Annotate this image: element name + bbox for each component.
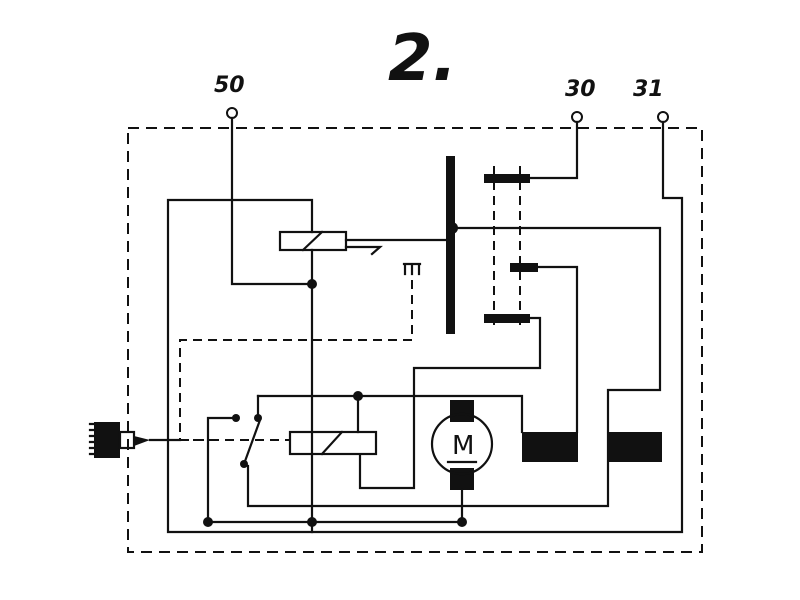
field-winding-left bbox=[522, 432, 578, 462]
motor-brush-bottom bbox=[450, 468, 474, 490]
motor-symbol bbox=[430, 412, 494, 476]
terminal-31-ground-wire bbox=[166, 120, 684, 534]
contact-block-top bbox=[484, 174, 530, 183]
contact-block-middle bbox=[510, 263, 538, 272]
terminal-50-connector bbox=[226, 107, 238, 119]
dashed-ground-link bbox=[179, 280, 413, 441]
pinion-arrow bbox=[134, 436, 150, 446]
upper-relay-coil-mark bbox=[301, 230, 324, 252]
switch-wiring bbox=[206, 394, 262, 524]
contact-bar-return-wire bbox=[246, 226, 662, 508]
lower-relay-coil bbox=[288, 430, 378, 456]
terminal-label-30: 30 bbox=[565, 77, 596, 102]
contact-bar bbox=[446, 156, 455, 334]
motor-brush-top bbox=[450, 400, 474, 422]
contact-block-bottom bbox=[484, 314, 530, 323]
motor-label: M bbox=[452, 431, 474, 461]
junction-dot-upper bbox=[307, 279, 317, 289]
terminal-30-wire bbox=[526, 120, 579, 180]
terminal-31-connector bbox=[657, 111, 669, 123]
field-winding-right bbox=[608, 432, 662, 462]
bottom-contact-wire bbox=[358, 316, 542, 490]
relay-armature-linkage bbox=[344, 238, 452, 256]
middle-contact-wire bbox=[534, 265, 579, 434]
ground-symbol bbox=[402, 262, 422, 276]
lower-bus-wire bbox=[256, 394, 524, 434]
housing-outline bbox=[127, 127, 703, 553]
terminal-label-50: 50 bbox=[214, 73, 245, 98]
terminal-50-wire bbox=[230, 116, 314, 286]
pinion-gear-body bbox=[94, 422, 120, 458]
lower-relay-coil-mark bbox=[320, 430, 344, 456]
terminal-label-31: 31 bbox=[633, 77, 664, 102]
diagram-title: 2. bbox=[388, 22, 457, 96]
junction-dot-motor bbox=[457, 517, 467, 527]
pinion-gear-teeth bbox=[88, 422, 96, 456]
terminal-30-connector bbox=[571, 111, 583, 123]
contact-guide-lines bbox=[493, 166, 521, 330]
